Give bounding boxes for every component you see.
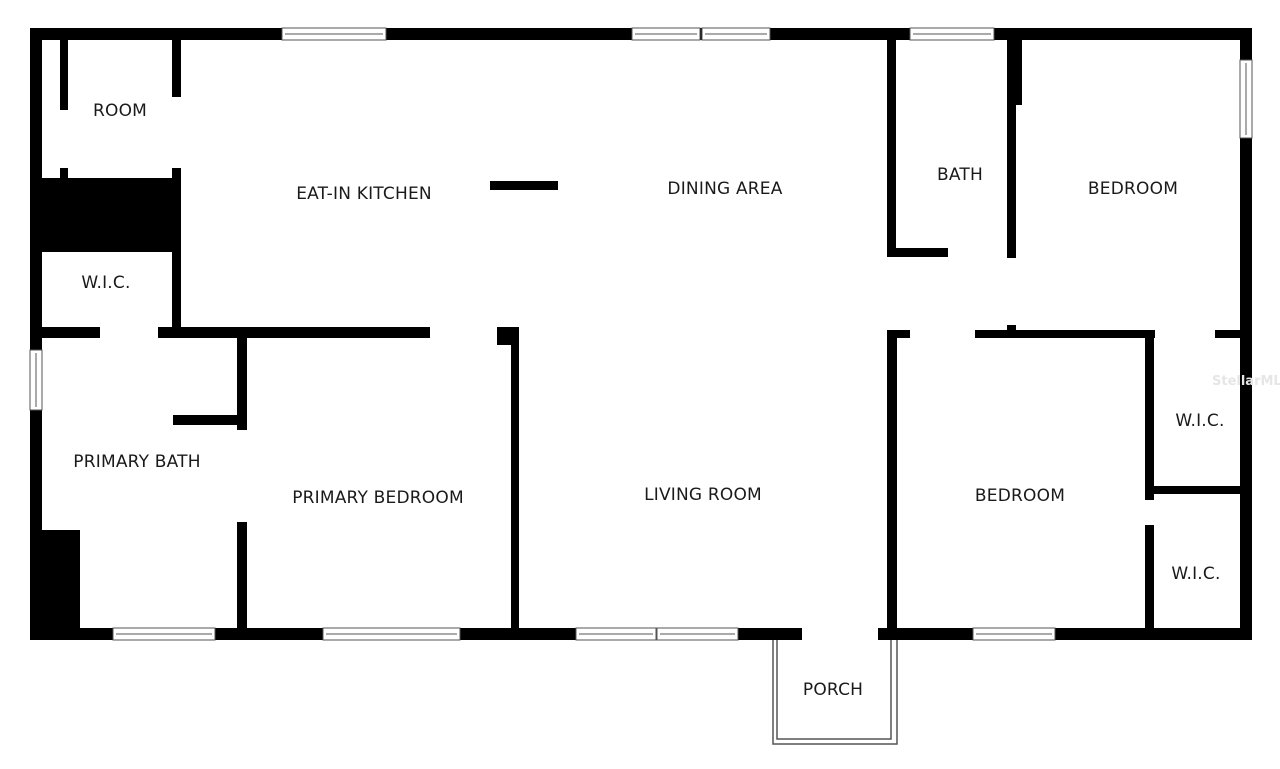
window <box>322 627 461 641</box>
windows <box>29 27 1253 641</box>
wall <box>60 168 68 180</box>
window <box>631 27 701 41</box>
window <box>1239 59 1253 139</box>
wall <box>1007 40 1016 258</box>
room-label-porch: PORCH <box>802 680 864 700</box>
window <box>972 627 1056 641</box>
room-label-living-room: LIVING ROOM <box>644 485 762 505</box>
wall <box>887 330 910 338</box>
room-label-primary-bedroom: PRIMARY BEDROOM <box>292 488 464 508</box>
wall <box>887 248 948 257</box>
room-label-wic: W.I.C. <box>81 273 131 293</box>
wall <box>887 330 897 628</box>
window <box>909 27 995 41</box>
walls <box>30 28 1252 640</box>
room-label-primary-bath: PRIMARY BATH <box>73 452 201 472</box>
wall <box>1240 28 1252 640</box>
wall <box>490 181 558 190</box>
wall <box>1145 525 1154 628</box>
wall <box>42 530 80 628</box>
wall <box>237 338 247 430</box>
room-label-room: ROOM <box>92 101 148 121</box>
wall <box>1145 338 1154 500</box>
porch-doorway <box>802 628 878 640</box>
wall <box>1012 40 1022 105</box>
wall <box>60 40 68 110</box>
wall <box>42 327 100 338</box>
room-label-bedroom: BEDROOM <box>974 486 1066 506</box>
room-label-bedroom: BEDROOM <box>1087 179 1179 199</box>
room-label-wic: W.I.C. <box>1175 411 1225 431</box>
wall <box>975 330 1155 338</box>
window <box>281 27 387 41</box>
wall <box>237 522 247 628</box>
window <box>656 627 739 641</box>
window <box>575 627 657 641</box>
wall <box>172 40 181 97</box>
wall <box>1145 486 1240 494</box>
room-label-eat-in-kitchen: EAT-IN KITCHEN <box>296 184 432 204</box>
window <box>112 627 216 641</box>
wall <box>173 415 240 425</box>
wall <box>1215 330 1240 338</box>
porch-outline <box>772 640 898 745</box>
wall <box>158 327 430 338</box>
room-label-wic: W.I.C. <box>1171 564 1221 584</box>
window <box>701 27 771 41</box>
wall <box>887 40 896 257</box>
watermark: StellarMLS <box>1212 374 1280 389</box>
window <box>29 349 43 411</box>
wall <box>42 178 181 252</box>
wall <box>30 28 42 640</box>
wall <box>511 327 519 628</box>
room-label-dining-area: DINING AREA <box>667 179 783 199</box>
room-label-bath: BATH <box>937 165 983 185</box>
